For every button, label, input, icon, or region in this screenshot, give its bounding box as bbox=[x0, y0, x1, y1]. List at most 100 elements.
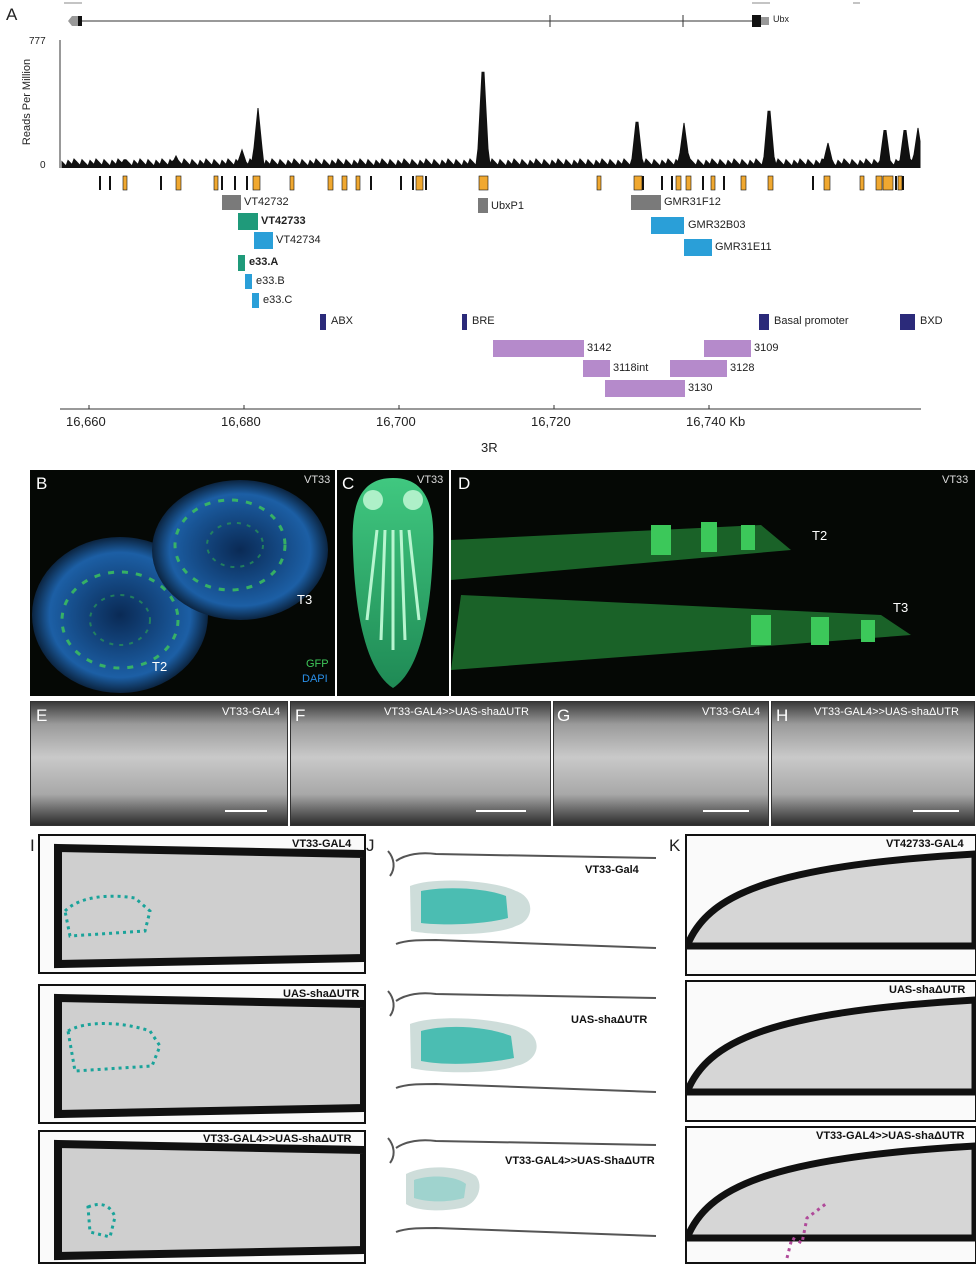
element-e33a bbox=[238, 255, 245, 271]
panel-b-tag: VT33 bbox=[304, 474, 331, 486]
label-3142: 3142 bbox=[587, 342, 612, 354]
panel-f-caption: VT33-GAL4>>UAS-shaΔUTR bbox=[384, 706, 529, 718]
panel-label-a: A bbox=[6, 5, 18, 24]
element-ubxp1 bbox=[478, 198, 488, 213]
panel-label-c: C bbox=[342, 474, 355, 493]
label-3109: 3109 bbox=[754, 342, 779, 354]
peak-bar-black-7 bbox=[400, 176, 402, 190]
label-bxd: BXD bbox=[920, 315, 943, 327]
peak-bar-black-1 bbox=[109, 176, 111, 190]
x-tick-1: 16,660 bbox=[66, 414, 106, 429]
panel-label-j: J bbox=[366, 836, 375, 855]
element-3142 bbox=[493, 340, 584, 357]
element-bxd bbox=[900, 314, 915, 330]
label-e33c: e33.C bbox=[263, 294, 293, 306]
panel-j-schematic bbox=[387, 850, 657, 1237]
label-gmr31e11: GMR31E11 bbox=[715, 241, 772, 253]
panel-b-image bbox=[30, 470, 335, 696]
panel-k-image-2 bbox=[685, 980, 976, 1122]
peak-bar-orange-0 bbox=[122, 175, 128, 191]
peak-bar-orange-20 bbox=[882, 175, 894, 191]
schematic-1 bbox=[387, 850, 657, 949]
panel-k-caption-1: VT42733-GAL4 bbox=[886, 838, 964, 850]
panel-b-t2: T2 bbox=[152, 659, 168, 674]
peak-bar-orange-8 bbox=[415, 175, 424, 191]
element-bars bbox=[222, 195, 915, 397]
label-e33a: e33.A bbox=[249, 256, 279, 268]
peak-bar-black-17 bbox=[902, 176, 904, 190]
schematic-2 bbox=[387, 990, 657, 1093]
panel-c-image bbox=[337, 470, 449, 696]
panel-e-caption: VT33-GAL4 bbox=[222, 706, 281, 718]
panel-label-k: K bbox=[669, 836, 681, 855]
label-vt42732: VT42732 bbox=[244, 196, 289, 208]
x-tick-2: 16,680 bbox=[221, 414, 261, 429]
x-tick-5: 16,740 Kb bbox=[686, 414, 746, 429]
peak-bar-black-10 bbox=[642, 176, 644, 190]
element-3109 bbox=[704, 340, 751, 357]
panel-i-caption-1: VT33-GAL4 bbox=[292, 838, 352, 850]
imaginal-discs-figure bbox=[32, 480, 328, 693]
panel-j-caption-3: VT33-GAL4>>UAS-ShaΔUTR bbox=[505, 1155, 655, 1167]
x-axis bbox=[60, 405, 921, 410]
peak-bars bbox=[99, 175, 904, 191]
y-min-label: 0 bbox=[40, 160, 46, 171]
panel-label-b: B bbox=[36, 474, 48, 493]
element-3118int bbox=[583, 360, 610, 377]
peak-bar-orange-15 bbox=[740, 175, 747, 191]
panel-d-image bbox=[451, 470, 975, 696]
panel-d-t3: T3 bbox=[893, 600, 909, 615]
label-basal-promoter: Basal promoter bbox=[774, 315, 849, 327]
peak-bar-orange-14 bbox=[710, 175, 716, 191]
y-axis-label: Reads Per Million bbox=[21, 58, 34, 146]
panel-i-image-2 bbox=[38, 984, 366, 1124]
panel-b-t3: T3 bbox=[297, 592, 313, 607]
element-vt42734 bbox=[254, 232, 273, 249]
label-gmr32b03: GMR32B03 bbox=[688, 219, 746, 231]
peak-bar-orange-9 bbox=[478, 175, 489, 191]
panel-b-gfp: GFP bbox=[306, 658, 329, 670]
panel-label-e: E bbox=[36, 706, 48, 725]
chromosome-label: 3R bbox=[481, 440, 498, 455]
label-3118int: 3118int bbox=[613, 362, 649, 374]
label-abx: ABX bbox=[331, 315, 354, 327]
gene-label: Ubx bbox=[773, 14, 790, 24]
x-tick-3: 16,700 bbox=[376, 414, 416, 429]
panel-i-caption-2: UAS-shaΔUTR bbox=[283, 988, 360, 1000]
panel-label-f: F bbox=[295, 706, 306, 725]
peak-bar-black-9 bbox=[425, 176, 427, 190]
peak-bar-orange-18 bbox=[859, 175, 865, 191]
peak-bar-black-8 bbox=[412, 176, 414, 190]
panel-i-caption-3: VT33-GAL4>>UAS-shaΔUTR bbox=[203, 1133, 352, 1145]
element-e33b bbox=[245, 274, 252, 289]
peak-bar-orange-4 bbox=[289, 175, 295, 191]
peak-bar-orange-16 bbox=[767, 175, 774, 191]
panel-g-caption: VT33-GAL4 bbox=[702, 706, 761, 718]
label-bre: BRE bbox=[472, 315, 495, 327]
schematic-3 bbox=[387, 1137, 657, 1237]
panel-g-image bbox=[553, 701, 769, 826]
element-3128 bbox=[670, 360, 727, 377]
peak-bar-black-4 bbox=[234, 176, 236, 190]
label-vt42733: VT42733 bbox=[261, 215, 306, 227]
label-3128: 3128 bbox=[730, 362, 755, 374]
panel-c-tag: VT33 bbox=[417, 474, 444, 486]
panel-h-scalebar bbox=[913, 810, 959, 812]
peak-bar-orange-3 bbox=[252, 175, 261, 191]
panel-e-image bbox=[30, 701, 288, 826]
y-max-label: 777 bbox=[29, 36, 46, 47]
peak-bar-orange-19 bbox=[875, 175, 883, 191]
panel-b-dapi: DAPI bbox=[302, 673, 328, 685]
peak-bar-black-14 bbox=[723, 176, 725, 190]
label-ubxp1: UbxP1 bbox=[491, 200, 525, 212]
peak-bar-orange-2 bbox=[213, 175, 219, 191]
x-tick-4: 16,720 bbox=[531, 414, 571, 429]
panel-k-image-3 bbox=[685, 1126, 976, 1264]
peak-bar-black-6 bbox=[370, 176, 372, 190]
panel-f-scalebar bbox=[476, 810, 526, 812]
panel-j-caption-1: VT33-Gal4 bbox=[585, 864, 639, 876]
element-gmr31e11 bbox=[684, 239, 712, 256]
peak-bar-orange-1 bbox=[175, 175, 182, 191]
peak-bar-black-13 bbox=[702, 176, 704, 190]
panel-f-image bbox=[290, 701, 551, 826]
